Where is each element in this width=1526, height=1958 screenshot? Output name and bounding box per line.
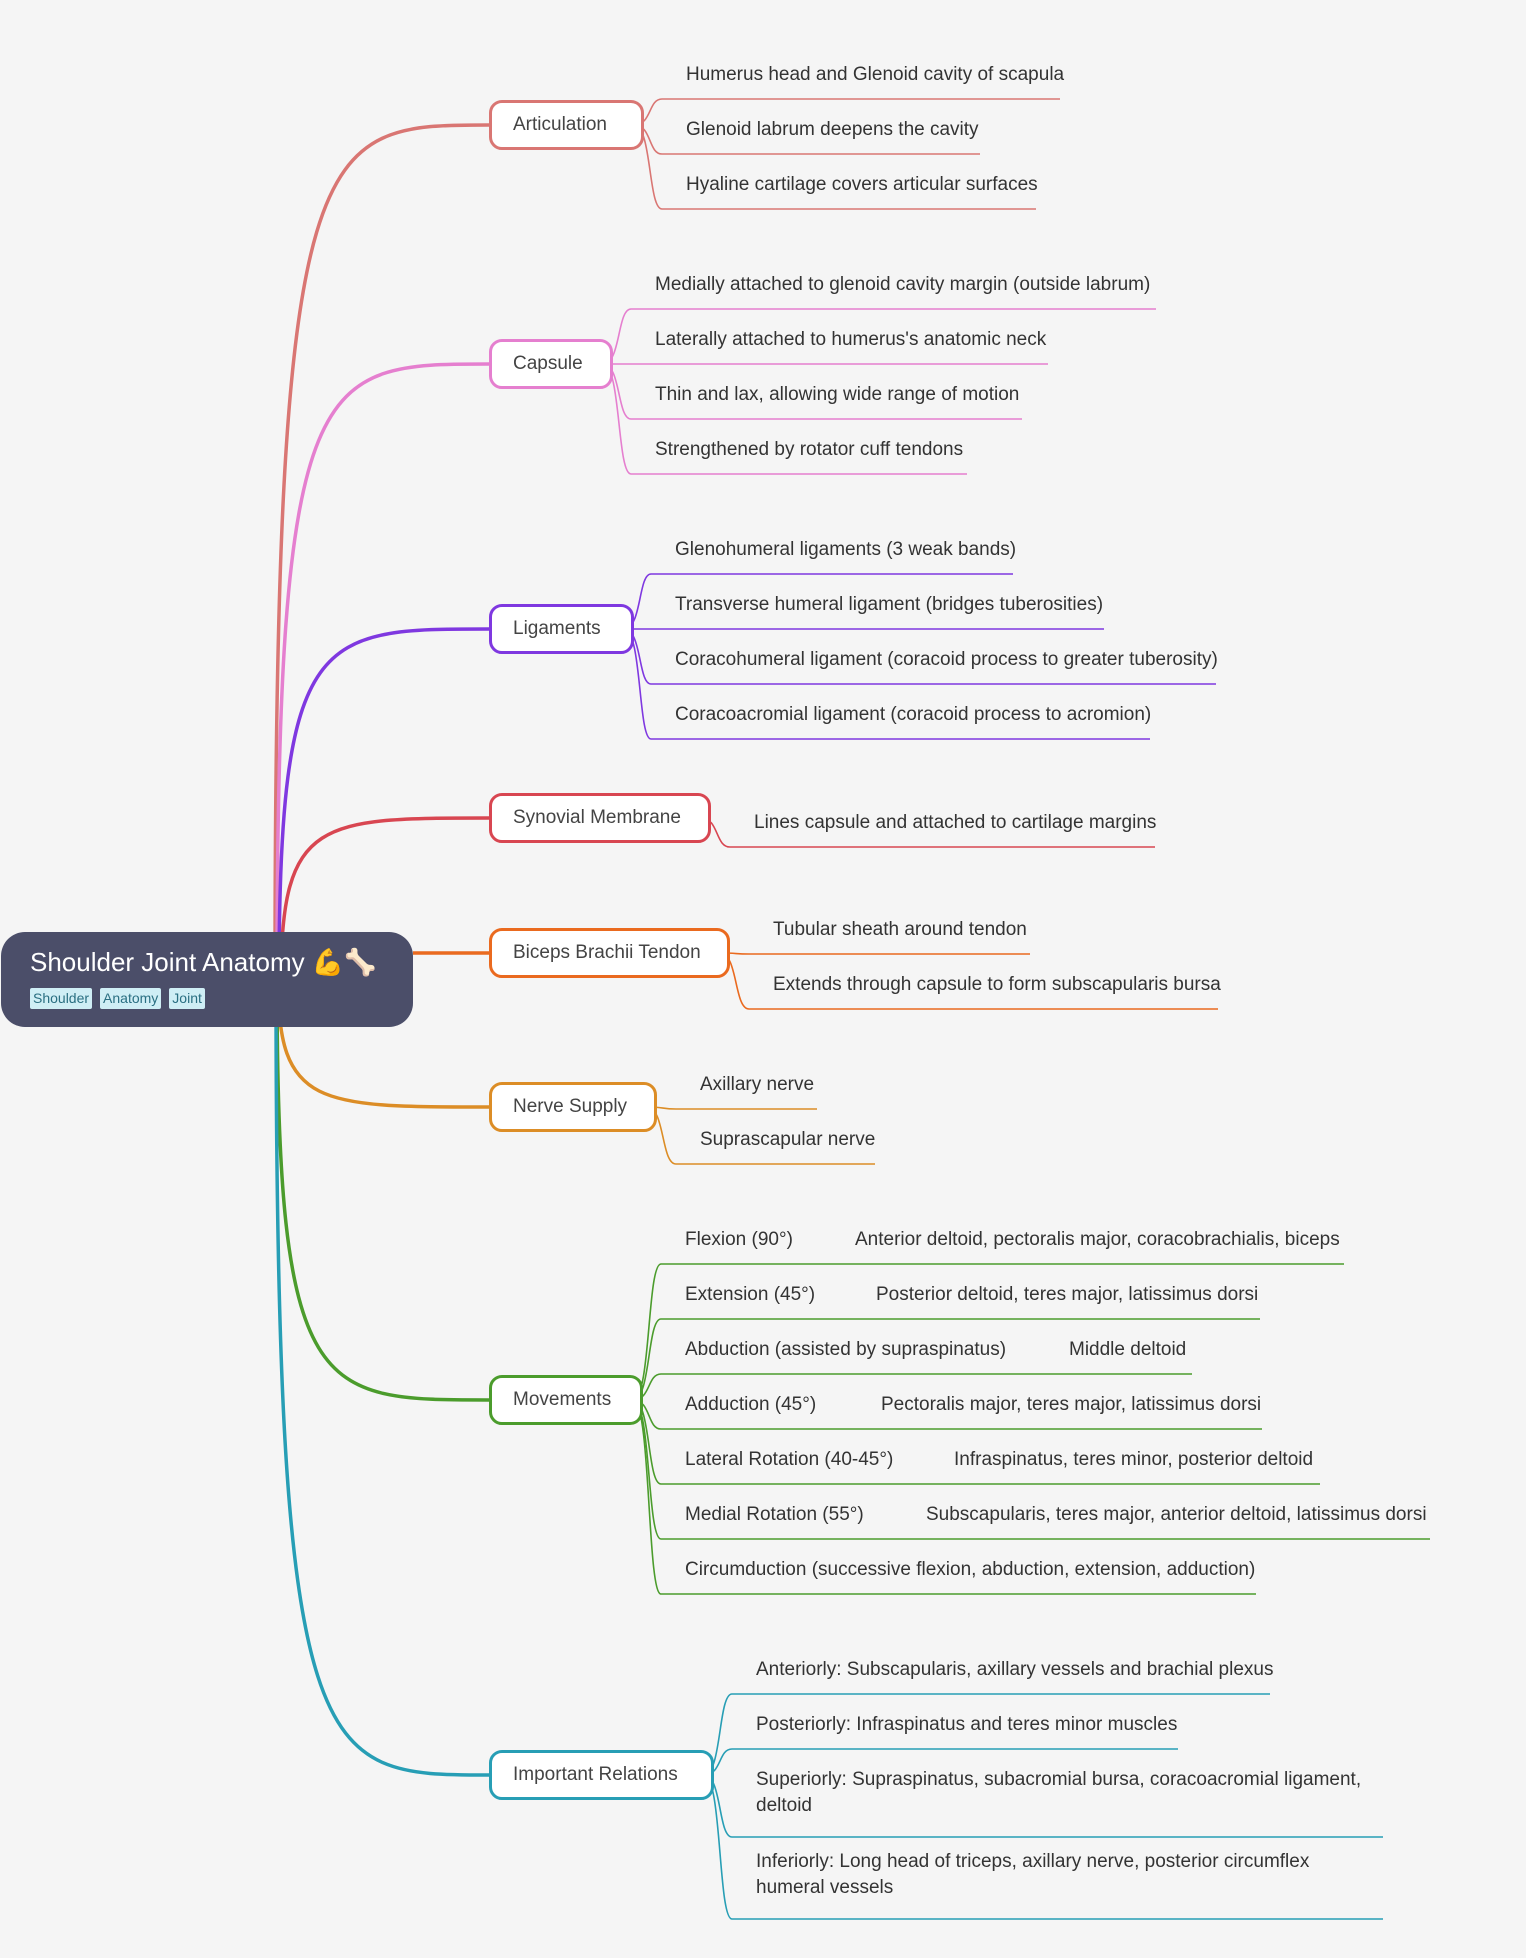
leaf-relations[interactable]: Inferiorly: Long head of triceps, axilla… bbox=[756, 1851, 1310, 1898]
leaf-movements[interactable]: Extension (45°) bbox=[685, 1284, 816, 1305]
leaf-movements[interactable]: Lateral Rotation (40-45°) bbox=[685, 1449, 894, 1470]
topic-capsule[interactable]: Capsule bbox=[489, 339, 613, 389]
leaf-biceps[interactable]: Extends through capsule to form subscapu… bbox=[773, 974, 1221, 995]
branch-connector-movements bbox=[275, 979, 490, 1402]
tag-anatomy[interactable]: Anatomy bbox=[100, 988, 162, 1009]
leaf-detail-movements[interactable]: Posterior deltoid, teres major, latissim… bbox=[876, 1284, 1259, 1305]
topic-articulation[interactable]: Articulation bbox=[489, 100, 644, 150]
branch-connector-articulation bbox=[273, 123, 490, 981]
leaf-nerve[interactable]: Axillary nerve bbox=[700, 1074, 815, 1095]
leaf-movements[interactable]: Adduction (45°) bbox=[685, 1394, 817, 1415]
leaf-synovial[interactable]: Lines capsule and attached to cartilage … bbox=[754, 812, 1157, 833]
leaf-movements[interactable]: Circumduction (successive flexion, abduc… bbox=[685, 1559, 1256, 1580]
topic-ligaments[interactable]: Ligaments bbox=[489, 604, 634, 654]
tag-joint[interactable]: Joint bbox=[169, 988, 205, 1009]
tag-list: Shoulder Anatomy Joint bbox=[30, 988, 413, 1009]
leaf-relations[interactable]: Anteriorly: Subscapularis, axillary vess… bbox=[756, 1659, 1274, 1680]
leaf-relations[interactable]: Superiorly: Supraspinatus, subacromial b… bbox=[756, 1769, 1362, 1816]
leaf-capsule[interactable]: Medially attached to glenoid cavity marg… bbox=[655, 274, 1151, 295]
leaf-capsule[interactable]: Strengthened by rotator cuff tendons bbox=[655, 439, 964, 460]
branch-connector-synovial bbox=[279, 816, 490, 981]
leaf-relations[interactable]: Posteriorly: Infraspinatus and teres min… bbox=[756, 1714, 1178, 1735]
leaf-articulation[interactable]: Glenoid labrum deepens the cavity bbox=[686, 119, 979, 140]
leaf-ligaments[interactable]: Glenohumeral ligaments (3 weak bands) bbox=[675, 539, 1017, 560]
branch-connector-relations bbox=[274, 979, 490, 1777]
leaf-ligaments[interactable]: Coracohumeral ligament (coracoid process… bbox=[675, 649, 1218, 670]
leaf-nerve[interactable]: Suprascapular nerve bbox=[700, 1129, 876, 1150]
topic-relations[interactable]: Important Relations bbox=[489, 1750, 714, 1800]
leaf-articulation[interactable]: Hyaline cartilage covers articular surfa… bbox=[686, 174, 1038, 195]
leaf-capsule[interactable]: Thin and lax, allowing wide range of mot… bbox=[655, 384, 1020, 405]
leaf-movements[interactable]: Abduction (assisted by supraspinatus) bbox=[685, 1339, 1007, 1360]
leaf-connector-biceps bbox=[719, 952, 1030, 955]
leaf-movements[interactable]: Medial Rotation (55°) bbox=[685, 1504, 864, 1525]
leaf-biceps[interactable]: Tubular sheath around tendon bbox=[773, 919, 1027, 940]
leaf-connector-nerve bbox=[646, 1106, 817, 1110]
leaf-ligaments[interactable]: Coracoacromial ligament (coracoid proces… bbox=[675, 704, 1152, 725]
leaf-movements[interactable]: Flexion (90°) bbox=[685, 1229, 793, 1250]
topic-nerve[interactable]: Nerve Supply bbox=[489, 1082, 657, 1132]
leaf-detail-movements[interactable]: Subscapularis, teres major, anterior del… bbox=[926, 1504, 1427, 1525]
leaf-detail-movements[interactable]: Pectoralis major, teres major, latissimu… bbox=[881, 1394, 1262, 1415]
leaf-capsule[interactable]: Laterally attached to humerus's anatomic… bbox=[655, 329, 1047, 350]
leaf-detail-movements[interactable]: Middle deltoid bbox=[1069, 1339, 1187, 1360]
leaf-detail-movements[interactable]: Infraspinatus, teres minor, posterior de… bbox=[954, 1449, 1314, 1470]
leaf-detail-movements[interactable]: Anterior deltoid, pectoralis major, cora… bbox=[855, 1229, 1340, 1250]
topic-movements[interactable]: Movements bbox=[489, 1375, 643, 1425]
topic-synovial[interactable]: Synovial Membrane bbox=[489, 793, 711, 843]
root-title: Shoulder Joint Anatomy 💪🦴 bbox=[30, 947, 377, 977]
leaf-ligaments[interactable]: Transverse humeral ligament (bridges tub… bbox=[675, 594, 1104, 615]
branch-connector-capsule bbox=[275, 362, 490, 981]
leaf-articulation[interactable]: Humerus head and Glenoid cavity of scapu… bbox=[686, 64, 1065, 85]
root-topic[interactable]: Shoulder Joint Anatomy 💪🦴 Shoulder Anato… bbox=[1, 932, 413, 1027]
tag-shoulder[interactable]: Shoulder bbox=[30, 988, 93, 1009]
branch-connector-ligaments bbox=[277, 627, 490, 981]
topic-biceps[interactable]: Biceps Brachii Tendon bbox=[489, 928, 730, 978]
